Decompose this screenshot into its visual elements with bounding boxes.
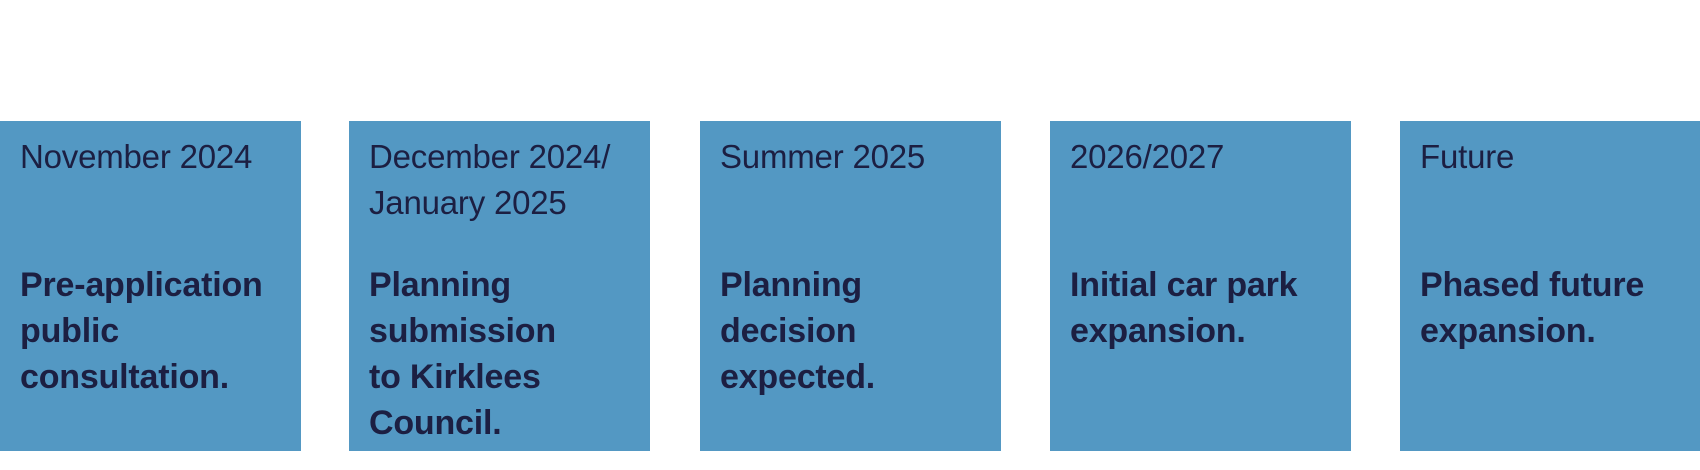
timeline-stage-3: Summer 2025 Planning decision expected. xyxy=(700,121,1001,451)
stage-title: Pre-application public consultation. xyxy=(20,266,263,396)
timeline-stage-2: December 2024/ January 2025 Planning sub… xyxy=(349,121,650,451)
timeline-stage-5: Future Phased future expansion. xyxy=(1400,121,1700,451)
stage-date: November 2024 xyxy=(20,138,253,175)
stage-title: Planning decision expected. xyxy=(720,266,876,396)
timeline-stage-1: November 2024 Pre-application public con… xyxy=(0,121,301,451)
stage-date: Future xyxy=(1420,138,1515,175)
stage-title: Planning submission to Kirklees Council. xyxy=(369,266,556,442)
stage-date: December 2024/ January 2025 xyxy=(369,138,611,221)
timeline-stage-4: 2026/2027 Initial car park expansion. xyxy=(1050,121,1351,451)
stage-title: Phased future expansion. xyxy=(1420,266,1645,350)
timeline: November 2024 Pre-application public con… xyxy=(0,121,1700,451)
stage-date: Summer 2025 xyxy=(720,138,926,175)
stage-title: Initial car park expansion. xyxy=(1070,266,1298,350)
stage-date: 2026/2027 xyxy=(1070,138,1225,175)
